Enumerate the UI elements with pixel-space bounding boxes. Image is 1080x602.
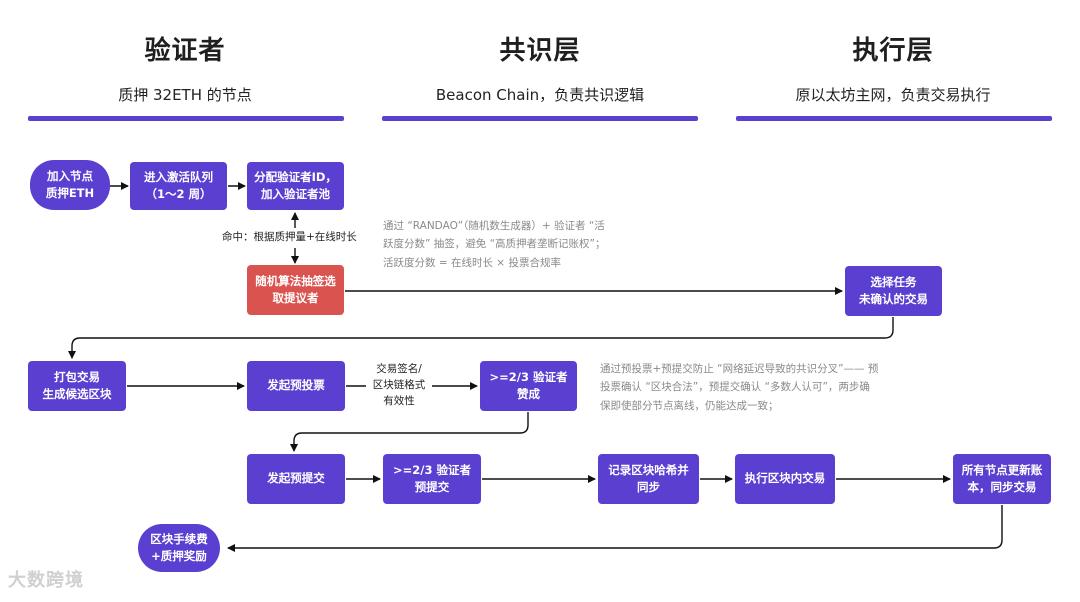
node-pack-block: 打包交易生成候选区块: [28, 361, 126, 411]
node-block-reward: 区块手续费+质押奖励: [138, 524, 220, 572]
node-record-block-hash: 记录区块哈希并同步: [598, 454, 699, 504]
node-precommit: 发起预提交: [247, 454, 345, 504]
note-fork-prevention: 通过预投票+预提交防止 “网络延迟导致的共识分叉”—— 预投票确认 “区块合法”…: [600, 363, 879, 412]
label-hit-condition: 命中：根据质押量+在线时长: [222, 231, 357, 243]
column-subtitle-execution: 原以太坊主网，负责交易执行: [795, 86, 991, 104]
node-select-transactions: 选择任务未确认的交易: [845, 266, 942, 316]
column-title-validator: 验证者: [144, 36, 226, 66]
node-prevote: 发起预投票: [247, 361, 345, 411]
column-title-consensus: 共识层: [499, 36, 581, 66]
column-subtitle-validator: 质押 32ETH 的节点: [118, 86, 252, 104]
column-divider-validator: [28, 116, 344, 121]
node-update-ledger: 所有节点更新账本，同步交易: [953, 454, 1051, 504]
node-two-thirds-precommit: >=2/3 验证者预提交: [383, 454, 481, 504]
node-random-proposer: 随机算法抽签选取提议者: [247, 265, 344, 315]
column-divider-consensus: [382, 116, 698, 121]
node-two-thirds-approve: >=2/3 验证者赞成: [480, 361, 577, 411]
node-assign-validator-id: 分配验证者ID，加入验证者池: [247, 162, 344, 210]
column-divider-execution: [736, 116, 1052, 121]
column-title-execution: 执行层: [852, 36, 934, 66]
watermark-logo: 大数跨境: [8, 570, 84, 591]
column-subtitle-consensus: Beacon Chain，负责共识逻辑: [435, 86, 645, 104]
node-join-stake: 加入节点质押ETH: [30, 160, 110, 210]
note-randao: 通过 “RANDAO”（随机数生成器）+ 验证者 “活跃度分数” 抽签，避免 “…: [383, 220, 606, 269]
node-execute-transactions: 执行区块内交易: [735, 454, 835, 504]
label-validity-check: 交易签名/区块链格式有效性: [372, 363, 426, 407]
node-activation-queue: 进入激活队列（1～2 周）: [130, 162, 227, 210]
